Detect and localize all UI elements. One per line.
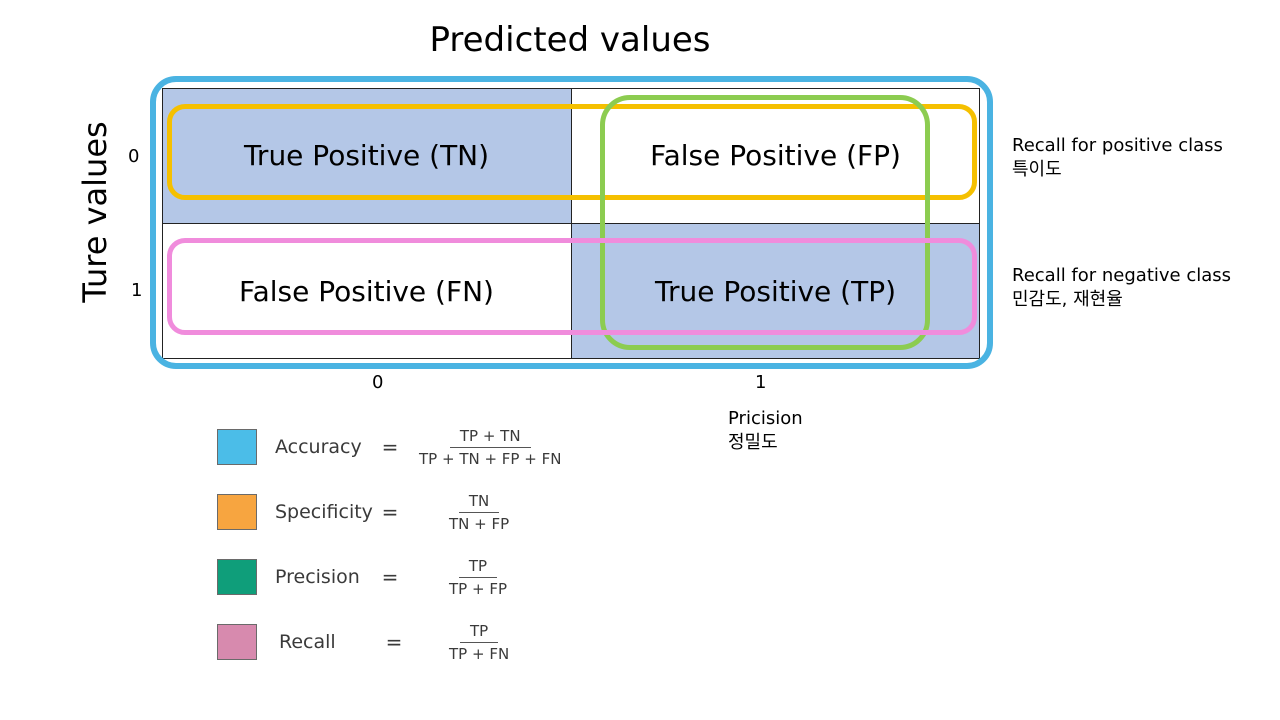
recall-negative-label-ko: 민감도, 재현율: [1012, 289, 1123, 310]
specificity-formula: TN TN + FP: [449, 492, 509, 533]
formula-numerator: TN: [458, 492, 500, 513]
recall-swatch: [217, 624, 257, 660]
formula-denominator: TP + FP: [449, 579, 507, 598]
recall-positive-label-ko: 특이도: [1012, 159, 1062, 180]
precision-outline: [600, 95, 930, 350]
formula-numerator: TP: [459, 622, 499, 643]
formula-numerator: TP + TN: [449, 427, 531, 448]
legend-name-specificity: Specificity: [275, 501, 373, 523]
legend-name-precision: Precision: [275, 566, 360, 588]
legend-name-accuracy: Accuracy: [275, 436, 362, 458]
y-axis-title: Ture values: [76, 121, 114, 303]
formula-denominator: TP + FN: [449, 644, 510, 663]
recall-outline: [167, 238, 977, 335]
col-tick-0: 0: [372, 372, 384, 393]
formula-numerator: TP: [458, 557, 498, 578]
accuracy-formula: TP + TN TP + TN + FP + FN: [419, 427, 561, 468]
legend-equals: =: [381, 500, 399, 524]
legend-row-recall: Recall = TP TP + FN: [217, 620, 561, 664]
cell-tn-label: True Positive (TN): [243, 139, 490, 172]
legend-row-specificity: Specificity = TN TN + FP: [217, 490, 561, 534]
col-tick-1: 1: [755, 372, 767, 393]
precision-column-label: Pricision 정밀도: [728, 407, 803, 455]
specificity-swatch: [217, 494, 257, 530]
legend-row-precision: Precision = TP TP + FP: [217, 555, 561, 599]
metrics-legend: Accuracy = TP + TN TP + TN + FP + FN Spe…: [217, 425, 561, 664]
formula-denominator: TN + FP: [449, 514, 510, 533]
row-tick-0: 0: [128, 146, 140, 167]
formula-denominator: TP + TN + FP + FN: [419, 449, 562, 468]
legend-row-accuracy: Accuracy = TP + TN TP + TN + FP + FN: [217, 425, 561, 469]
specificity-outline: [167, 104, 977, 200]
legend-equals: =: [385, 630, 403, 654]
cell-tp-label: True Positive (TP): [654, 274, 897, 308]
cell-fn-label: False Positive (FN): [239, 274, 494, 308]
recall-positive-label-en: Recall for positive class: [1012, 135, 1223, 156]
recall-formula: TP TP + FN: [449, 622, 509, 663]
accuracy-swatch: [217, 429, 257, 465]
recall-negative-label: Recall for negative class 민감도, 재현율: [1012, 264, 1231, 312]
precision-column-label-ko: 정밀도: [728, 432, 778, 453]
legend-equals: =: [381, 435, 399, 459]
recall-positive-label: Recall for positive class 특이도: [1012, 134, 1223, 182]
accuracy-outline: [150, 76, 993, 369]
recall-negative-label-en: Recall for negative class: [1012, 265, 1232, 286]
precision-column-label-en: Pricision: [728, 408, 803, 429]
precision-swatch: [217, 559, 257, 595]
precision-formula: TP TP + FP: [449, 557, 507, 598]
legend-name-recall: Recall: [279, 631, 336, 653]
cell-fp-label: False Positive (FP): [650, 139, 901, 172]
cell-shade-tn: [162, 88, 571, 223]
legend-equals: =: [381, 565, 399, 589]
chart-title: Predicted values: [429, 20, 711, 60]
matrix-divider-horizontal: [162, 223, 980, 224]
row-tick-1: 1: [131, 280, 143, 301]
